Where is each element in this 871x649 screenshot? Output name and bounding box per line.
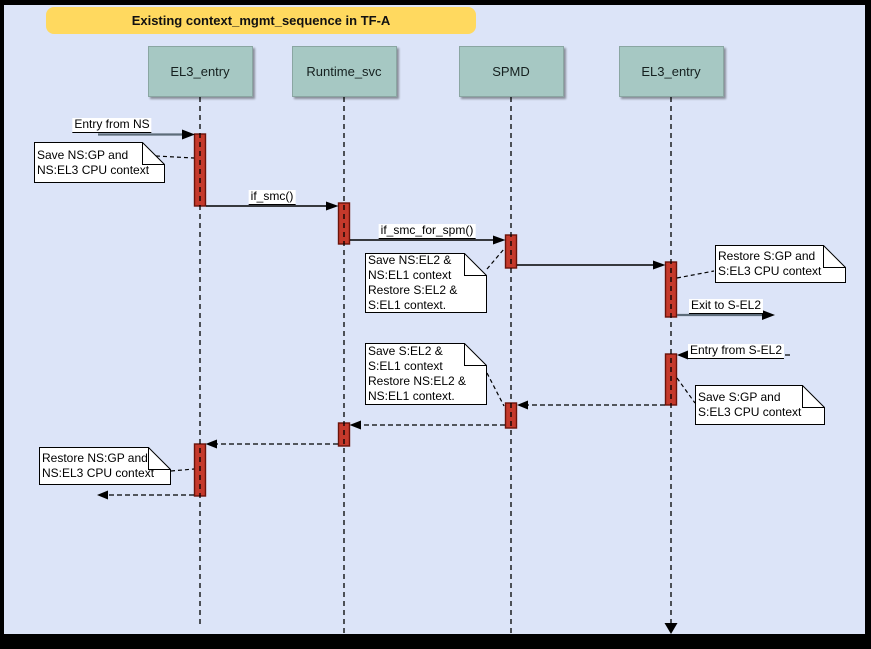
frame-border-top — [0, 0, 871, 5]
lifeline-header-el3-entry-left: EL3_entry — [147, 46, 253, 97]
message-label-exit-to-s-el2: Exit to S-EL2 — [688, 298, 764, 314]
message-label-if-smc: if_smc() — [248, 189, 296, 205]
frame-border-bottom — [0, 634, 871, 649]
note-shape — [34, 142, 165, 183]
diagram-title: Existing context_mgmt_sequence in TF-A — [46, 7, 476, 34]
note-shape — [39, 447, 171, 485]
connector-note-save-s-el2 — [486, 372, 505, 407]
connector-note-save-ns-el2 — [486, 248, 505, 270]
note-shape — [695, 385, 825, 425]
note-restore-ns-gp: Restore NS:GP and NS:EL3 CPU context — [39, 447, 171, 485]
dashed-arrowheads — [97, 350, 688, 500]
connector-note-save-s-gp — [676, 377, 696, 404]
message-arrow-if-smc — [206, 201, 339, 211]
message-arrow-entry-from-ns — [98, 129, 195, 140]
message-label-entry-from-s-el2: Entry from S-EL2 — [687, 343, 785, 359]
frame-border-right — [865, 0, 871, 649]
note-save-s-gp: Save S:GP and S:EL3 CPU context — [695, 385, 825, 425]
message-arrow-if-smc-for-spm — [350, 235, 506, 245]
lifelines-layer — [199, 97, 672, 633]
message-arrow-exit-to-s-el2 — [677, 310, 775, 320]
message-label-if-smc-for-spm: if_smc_for_spm() — [378, 223, 476, 239]
note-shape — [715, 245, 846, 283]
note-save-ns-el2: Save NS:EL2 & NS:EL1 context Restore S:E… — [365, 253, 487, 313]
note-shape — [365, 253, 487, 313]
lifeline-header-el3-entry-right: EL3_entry — [618, 46, 724, 97]
lifeline-header-spmd: SPMD — [458, 46, 564, 97]
connector-note-restore-ns-gp — [170, 468, 195, 472]
note-connectors — [155, 155, 715, 472]
lifeline-end-arrow-icon — [664, 623, 678, 634]
lifeline-label: EL3_entry — [170, 64, 230, 79]
note-text: Save NS:GP and NS:EL3 CPU context — [37, 147, 150, 177]
note-shape — [365, 343, 487, 405]
note-text: Save S:EL2 & S:EL1 context Restore NS:EL… — [368, 344, 467, 403]
message-arrow-spmd-to-el3 — [517, 260, 666, 270]
note-text: Restore NS:GP and NS:EL3 CPU context — [42, 451, 155, 480]
note-text: Restore S:GP and S:EL3 CPU context — [718, 249, 822, 278]
note-text: Save S:GP and S:EL3 CPU context — [698, 390, 802, 419]
note-save-s-el2: Save S:EL2 & S:EL1 context Restore NS:EL… — [365, 343, 487, 405]
frame-border-left — [0, 0, 4, 649]
note-restore-s-gp: Restore S:GP and S:EL3 CPU context — [715, 245, 846, 283]
note-text: Save NS:EL2 & NS:EL1 context Restore S:E… — [368, 253, 458, 312]
note-save-ns-gp: Save NS:GP and NS:EL3 CPU context — [34, 142, 165, 183]
lifeline-label: Runtime_svc — [306, 64, 382, 79]
lifeline-label: SPMD — [492, 64, 530, 79]
connector-note-restore-s-gp — [676, 270, 715, 279]
message-label-entry-from-ns: Entry from NS — [72, 117, 152, 133]
connector-note-save-ns-gp — [155, 155, 195, 159]
lifeline-label: EL3_entry — [641, 64, 701, 79]
lifeline-header-runtime-svc: Runtime_svc — [291, 46, 397, 97]
